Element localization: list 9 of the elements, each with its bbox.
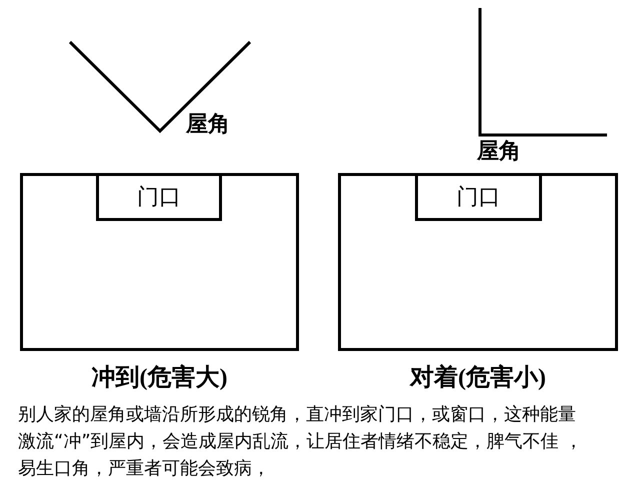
door-label: 门口 <box>456 186 500 208</box>
house-caption: 冲到(危害大) <box>92 366 228 390</box>
door-box <box>96 173 222 221</box>
description-paragraph: 别人家的屋角或墙沿所形成的锐角，直冲到家门口，或窗口，这种能量激流“冲”到屋内，会造成屋内乱流，让居住者情绪不稳定，脾气不佳 ，易生口角，严重者可能会致病， <box>18 403 584 481</box>
door-label: 门口 <box>137 186 181 208</box>
door-box <box>415 173 542 221</box>
corner-label: 屋角 <box>186 113 230 135</box>
house-caption: 对着(危害小) <box>410 366 546 390</box>
corner-label: 屋角 <box>477 140 521 162</box>
